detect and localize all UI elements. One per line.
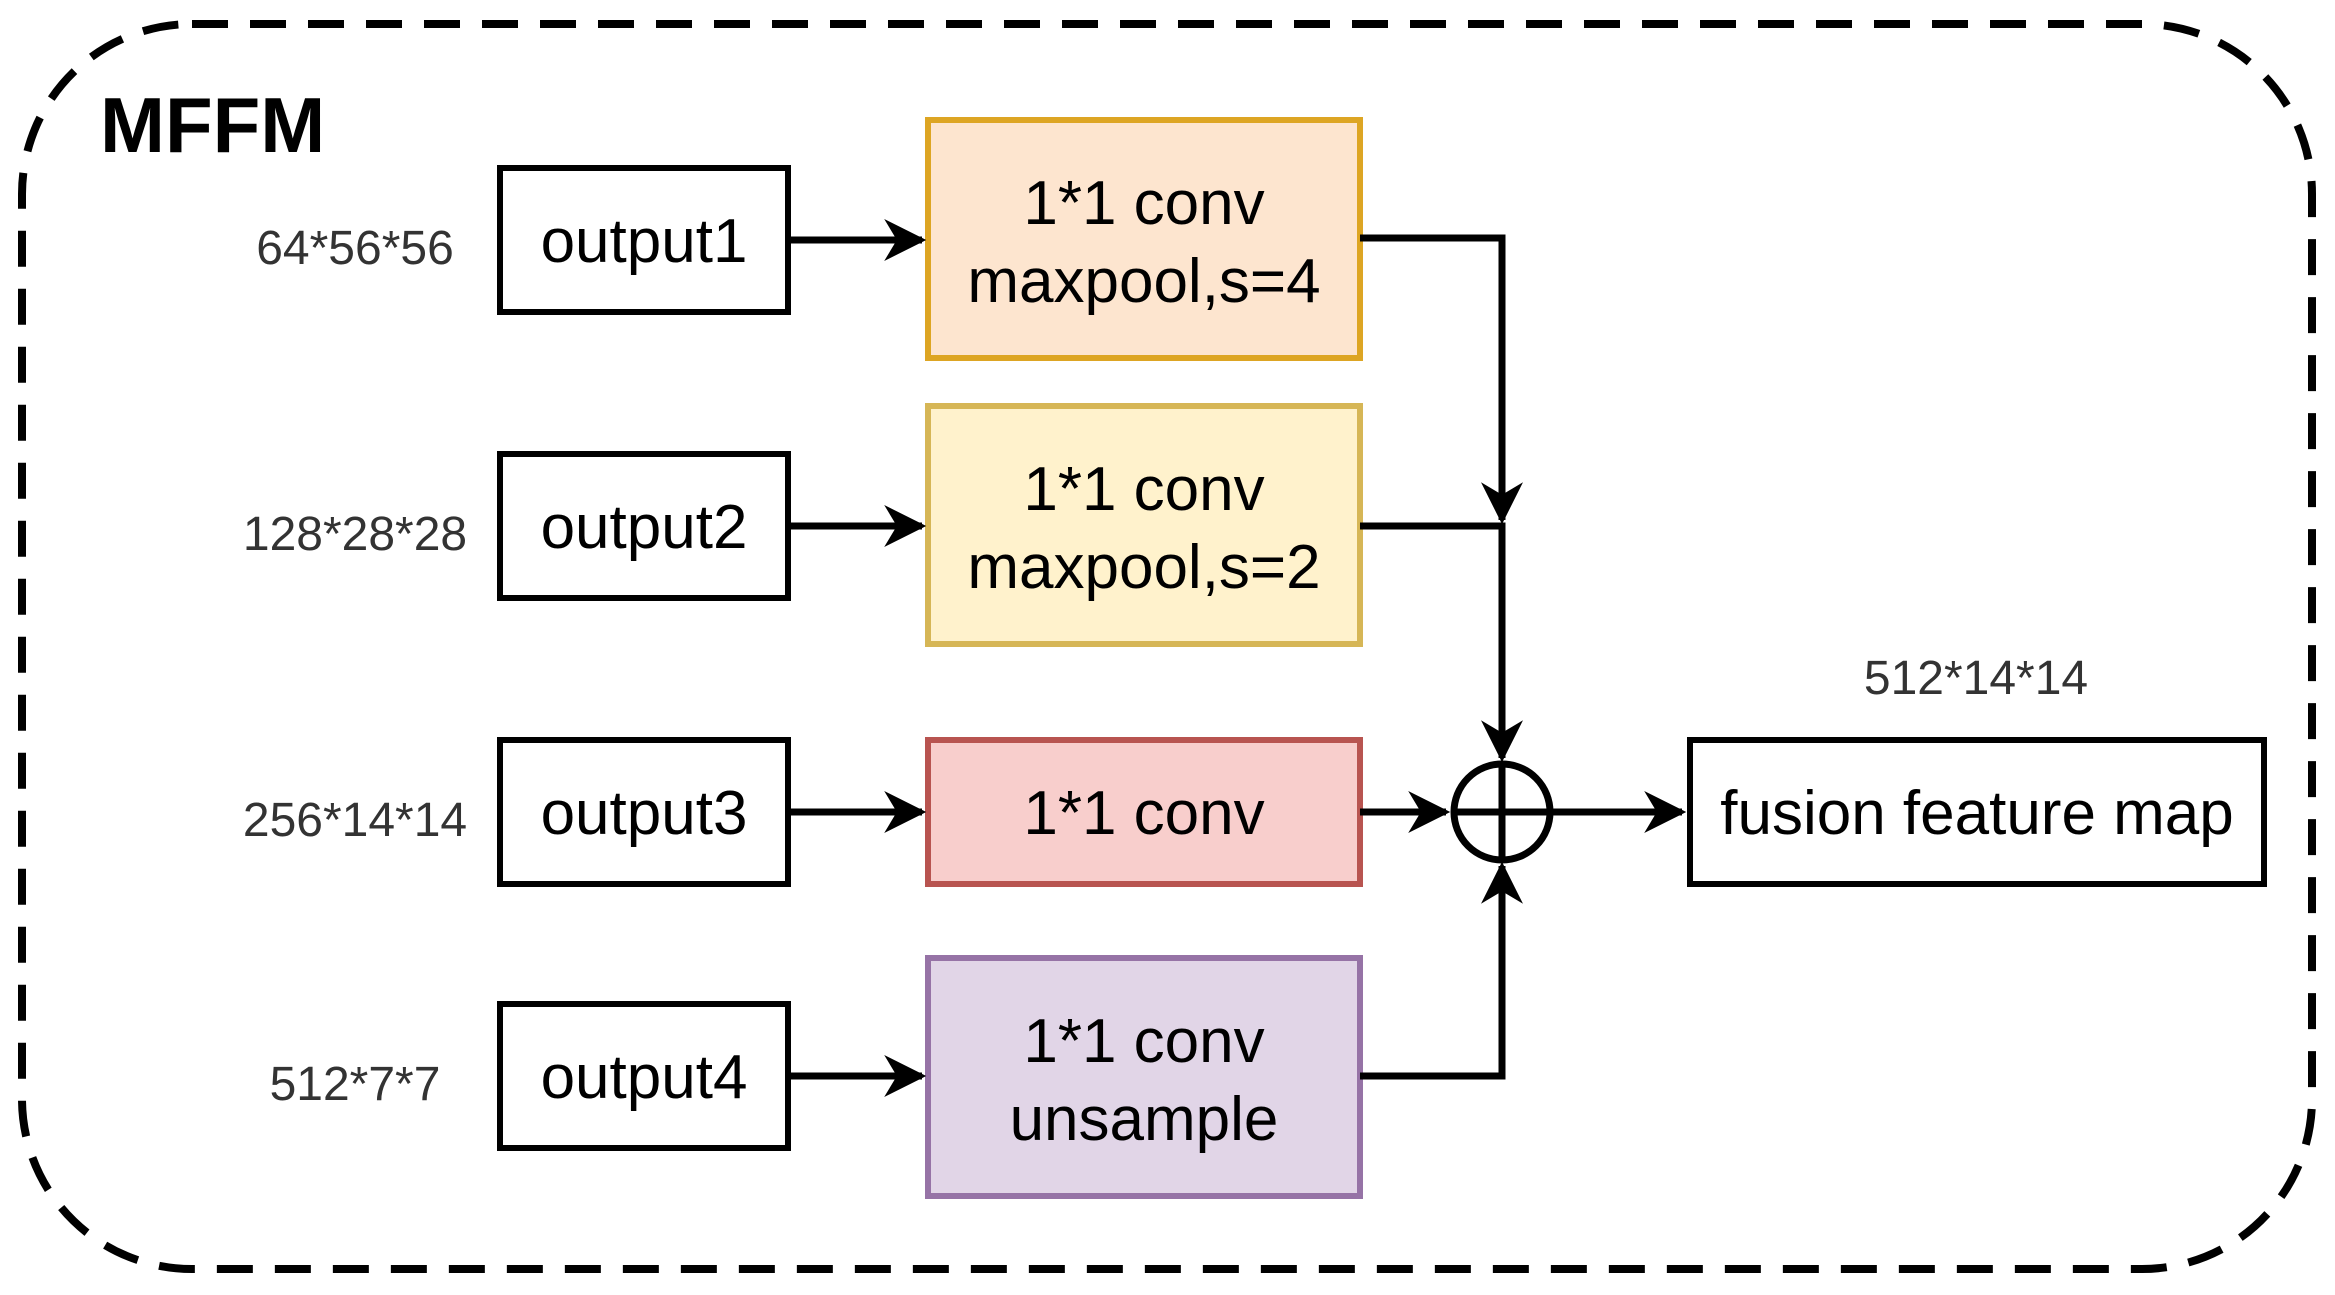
- module-boundary: [18, 20, 2316, 1273]
- input-label: output2: [541, 493, 748, 562]
- element-wise-sum-icon: [1450, 760, 1554, 864]
- output-label: fusion feature map: [1720, 779, 2234, 848]
- op-box-conv-maxpool-s2: 1*1 conv maxpool,s=2: [925, 403, 1363, 647]
- dims-label-output3: 256*14*14: [243, 794, 467, 847]
- input-label: output4: [541, 1043, 748, 1112]
- op-line1: 1*1 conv: [1023, 169, 1264, 238]
- input-label: output3: [541, 779, 748, 848]
- output-box-fusion-feature-map: fusion feature map: [1687, 737, 2267, 887]
- op-box-conv-maxpool-s4: 1*1 conv maxpool,s=4: [925, 117, 1363, 361]
- input-box-output1: output1: [497, 165, 791, 315]
- output-dims-label: 512*14*14: [1864, 652, 2088, 705]
- dims-label-output4: 512*7*7: [270, 1058, 441, 1111]
- input-label: output1: [541, 207, 748, 276]
- op-line2: maxpool,s=2: [967, 533, 1320, 602]
- connector-op4-to-sum: [1360, 861, 1523, 1080]
- input-box-output4: output4: [497, 1001, 791, 1151]
- op-line1: 1*1 conv: [1023, 455, 1264, 524]
- input-box-output2: output2: [497, 451, 791, 601]
- op-line2: unsample: [1010, 1085, 1279, 1154]
- dims-label-output2: 128*28*28: [243, 508, 467, 561]
- op-line2: maxpool,s=4: [967, 247, 1320, 316]
- input-box-output3: output3: [497, 737, 791, 887]
- op-box-conv: 1*1 conv: [925, 737, 1363, 887]
- op-line1: 1*1 conv: [1023, 1007, 1264, 1076]
- op-box-conv-unsample: 1*1 conv unsample: [925, 955, 1363, 1199]
- op-line1: 1*1 conv: [1023, 779, 1264, 848]
- connector-op1-to-sum: [1360, 234, 1523, 525]
- connector-op2-to-sum: [1360, 522, 1523, 763]
- module-title: MFFM: [100, 81, 325, 169]
- dims-label-output1: 64*56*56: [256, 222, 454, 275]
